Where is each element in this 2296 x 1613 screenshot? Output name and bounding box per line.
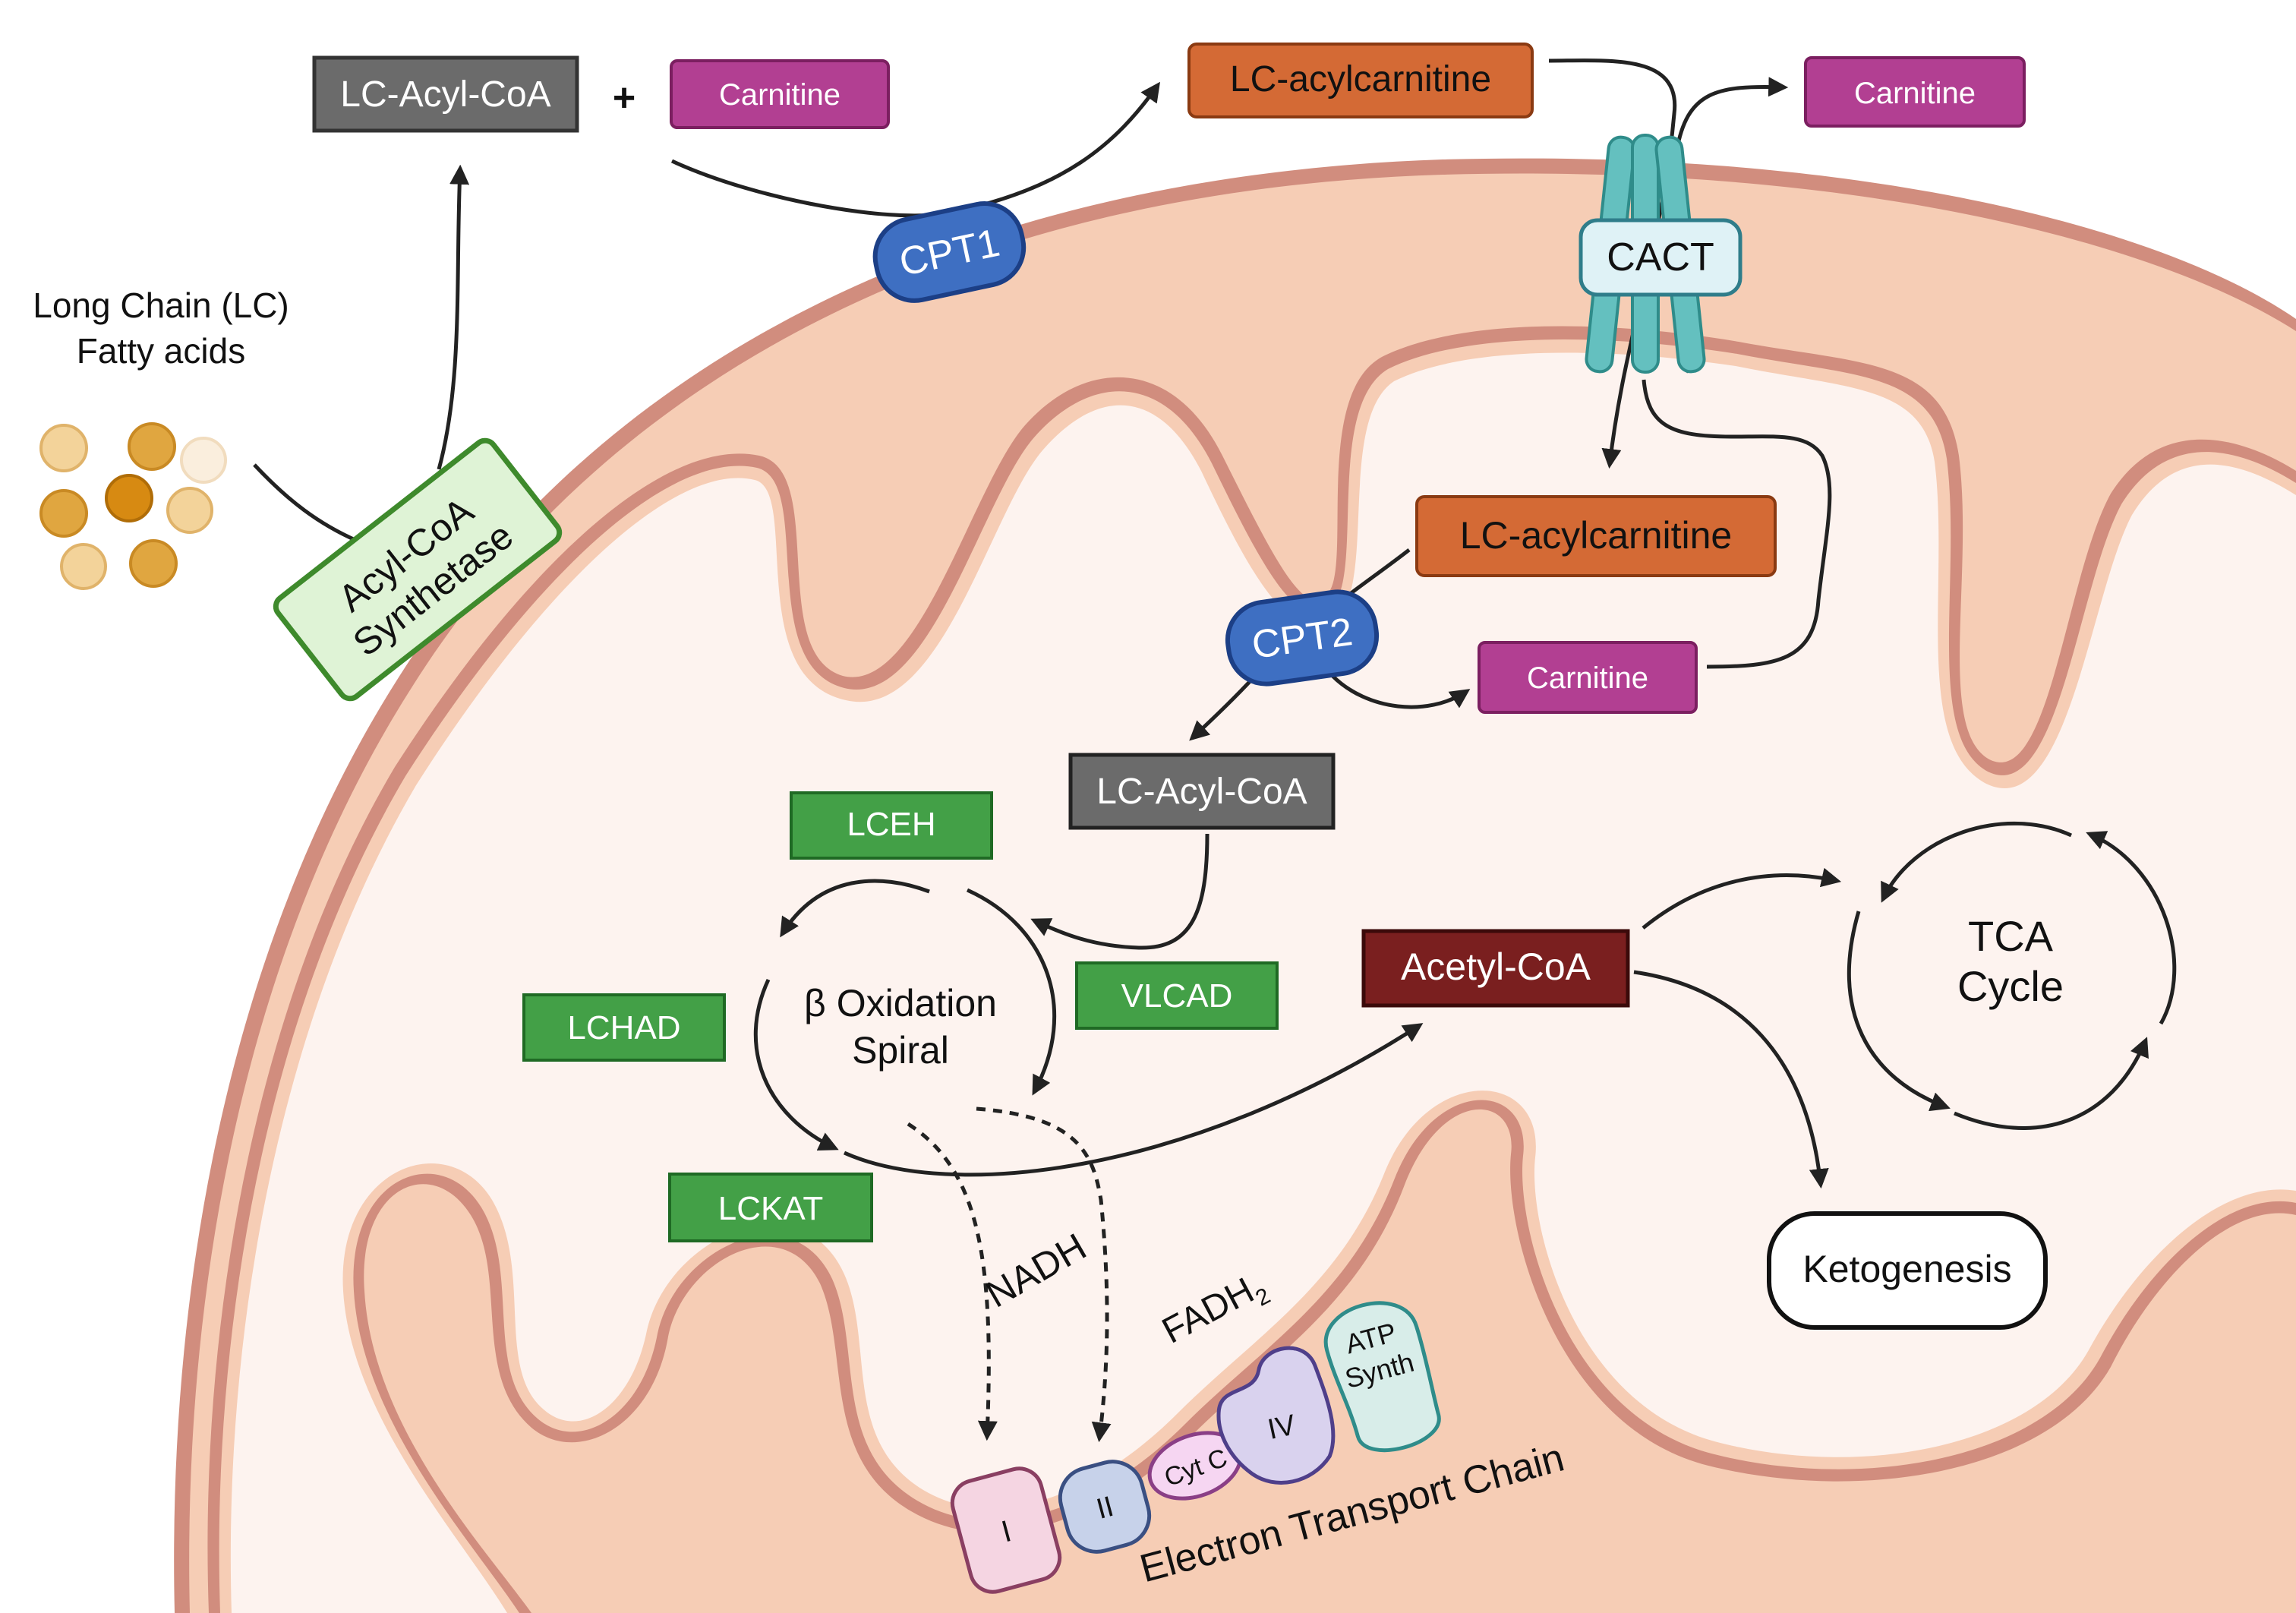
lc-acylcarnitine-top-box: LC-acylcarnitine [1187, 43, 1534, 118]
vlcad-box: VLCAD [1075, 961, 1279, 1030]
tca-label-line1: TCA [1968, 912, 2054, 960]
arrow-carnitine-return [1642, 379, 1832, 669]
cpt1-enzyme: CPT1 [872, 201, 1027, 303]
carnitine-top-right-box: Carnitine [1804, 56, 2026, 128]
arrow-synthetase-to-lc-acyl-coa [437, 164, 470, 470]
arrow-cpt2-to-carnitine [1331, 674, 1471, 709]
lceh-label: LCEH [847, 806, 935, 843]
spiral-arc-right [966, 888, 1057, 1096]
lc-acyl-coa-inner-box: LC-Acyl-CoA [1068, 753, 1336, 830]
lc-acyl-coa-top-box: LC-Acyl-CoA [312, 55, 579, 133]
plus-sign: + [613, 76, 636, 120]
complex-II: II [1058, 1460, 1152, 1554]
carnitine-top-left-label: Carnitine [719, 78, 840, 112]
ketogenesis-label: Ketogenesis [1802, 1248, 2011, 1290]
fatty-acid-dot [180, 437, 227, 484]
lc-acyl-coa-top-label: LC-Acyl-CoA [340, 74, 550, 115]
fatty-acid-dot [105, 474, 153, 522]
fatty-acids-label-line2: Fatty acids [77, 331, 245, 371]
tca-arc-left [1847, 911, 1951, 1112]
lchad-box: LCHAD [522, 993, 726, 1062]
fatty-acid-dot [60, 543, 107, 590]
lchad-label: LCHAD [567, 1009, 680, 1046]
lckat-box: LCKAT [668, 1173, 873, 1242]
complex-IV: IV [1216, 1346, 1336, 1485]
beta-oxidation-label-line2: Spiral [852, 1029, 949, 1072]
carnitine-inner-box: Carnitine [1478, 641, 1698, 714]
cpt2-enzyme: CPT2 [1225, 589, 1380, 687]
nadh-arrow [907, 1122, 998, 1441]
lc-acyl-coa-inner-label: LC-Acyl-CoA [1096, 772, 1307, 812]
lceh-box: LCEH [790, 791, 993, 860]
arrow-fa-to-synthetase [253, 463, 358, 543]
carnitine-inner-label: Carnitine [1527, 661, 1648, 695]
fatty-acid-dot [39, 424, 88, 472]
lckat-label: LCKAT [718, 1190, 824, 1227]
arrow-acetyl-to-tca [1642, 867, 1842, 930]
fatty-acids-label-line1: Long Chain (LC) [33, 286, 289, 325]
cact-label: CACT [1607, 235, 1714, 279]
arrow-acetyl-to-ketogenesis [1633, 970, 1829, 1189]
pathway-arrows [253, 58, 2177, 1189]
vlcad-label: VLCAD [1121, 977, 1233, 1015]
fatty-acid-dot [129, 539, 178, 588]
arrow-lc-acyl-coa-to-spiral [1030, 833, 1210, 950]
atp-synthase: ATP Synth [1323, 1301, 1441, 1453]
spiral-arc-left [753, 978, 839, 1151]
acetyl-coa-box: Acetyl-CoA [1361, 929, 1630, 1008]
tca-arc-top [1881, 821, 2073, 903]
ketogenesis-box: Ketogenesis [1767, 1211, 2048, 1330]
fatty-acid-dot [166, 487, 213, 534]
cact-transporter: CACT [1578, 134, 1742, 374]
lc-acylcarnitine-top-label: LC-acylcarnitine [1230, 59, 1491, 99]
electron-carrier-arrows [907, 1106, 1112, 1443]
lc-acylcarnitine-inner-box: LC-acylcarnitine [1415, 495, 1777, 577]
tca-label-line2: Cycle [1957, 962, 2064, 1010]
carnitine-top-right-label: Carnitine [1854, 77, 1976, 110]
beta-oxidation-label-line1: β Oxidation [804, 982, 997, 1024]
lc-acylcarnitine-inner-label: LC-acylcarnitine [1460, 514, 1732, 557]
tca-arc-bottom [1954, 1037, 2149, 1130]
spiral-arc-top [780, 879, 930, 938]
fatty-acids-cluster [39, 422, 227, 590]
carnitine-top-left-box: Carnitine [670, 59, 890, 129]
fatty-acid-dot [39, 489, 88, 538]
spiral-arc-bottom [843, 1023, 1424, 1177]
fatty-acid-dot [128, 422, 176, 471]
complex-I: I [950, 1466, 1062, 1594]
acetyl-coa-label: Acetyl-CoA [1401, 945, 1591, 988]
fadh2-arrow [976, 1106, 1112, 1443]
tca-arc-right [2086, 831, 2177, 1025]
